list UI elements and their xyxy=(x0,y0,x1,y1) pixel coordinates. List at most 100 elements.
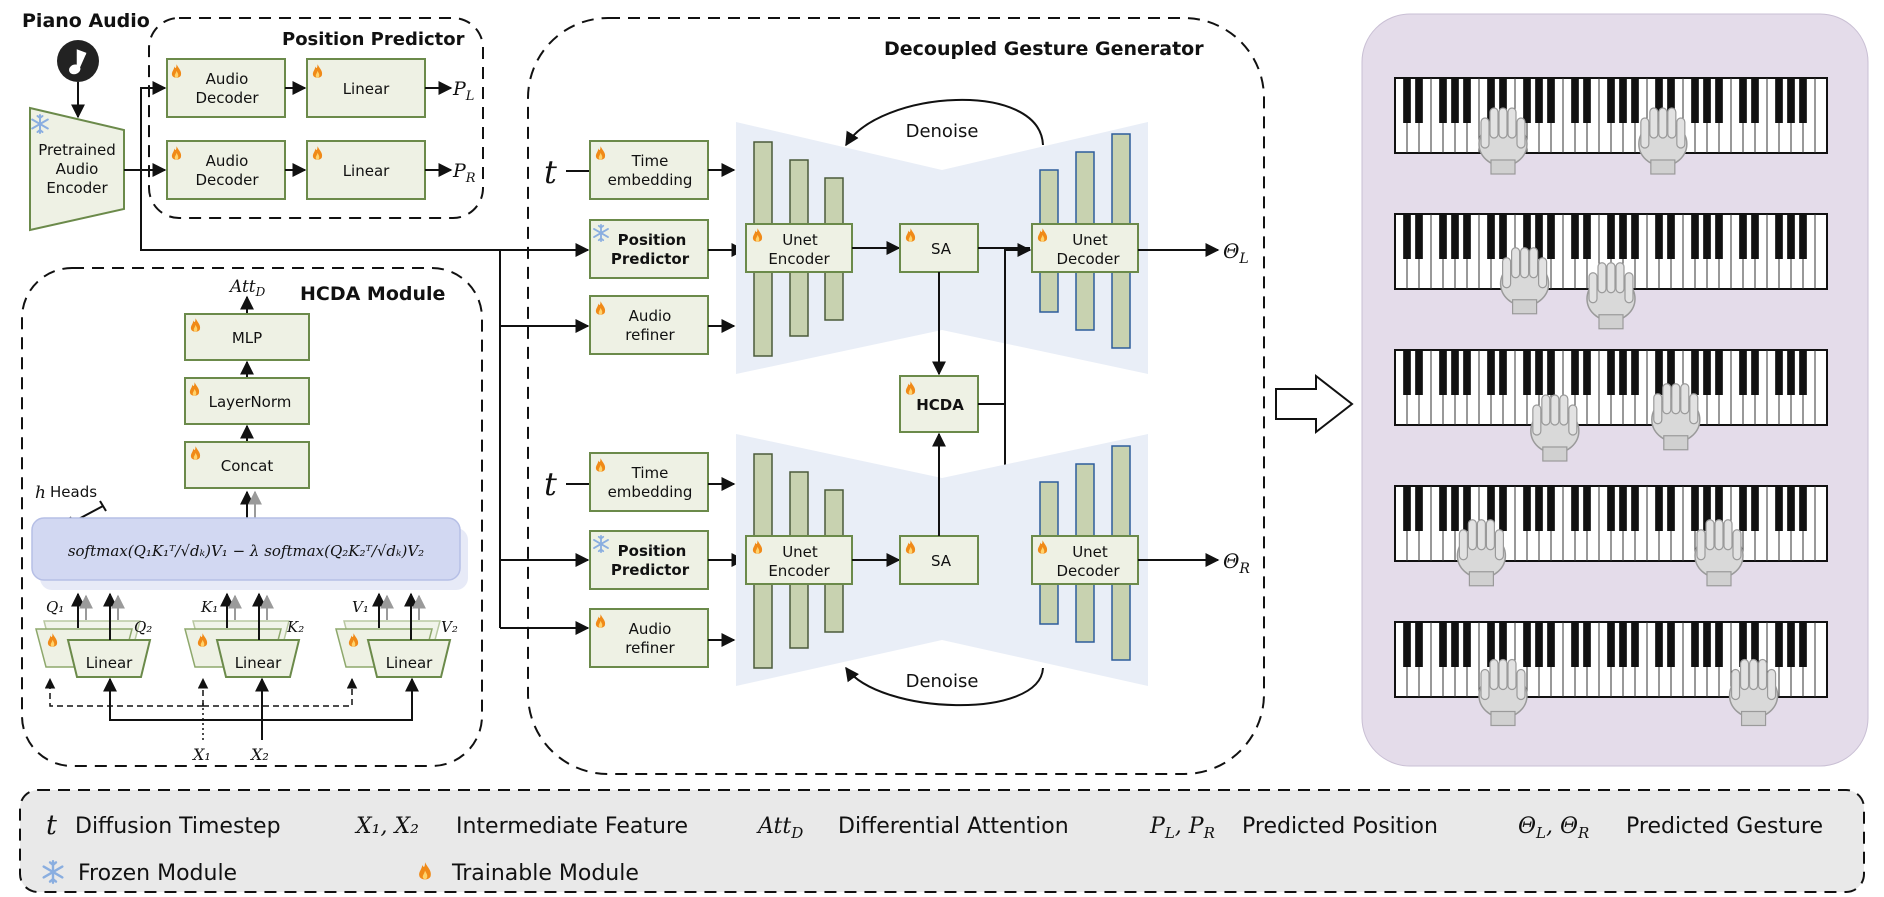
linear-R xyxy=(306,140,426,200)
legend-frozen-text: Frozen Module xyxy=(78,861,237,886)
hand-render xyxy=(1651,383,1701,451)
piano-keyboard xyxy=(1394,349,1828,462)
refiner-label: Audio xyxy=(629,307,672,325)
unet-decoder-label: Unet xyxy=(1072,231,1108,249)
legend-att-text: Differential Attention xyxy=(838,814,1069,839)
mlp-block xyxy=(184,313,310,361)
music-note-icon xyxy=(57,40,99,82)
audio-decoder-label: Audio xyxy=(206,152,249,170)
denoise-label-bottom: Denoise xyxy=(906,671,979,692)
audio-decoder-label: Decoder xyxy=(195,171,259,189)
attention-formula-box xyxy=(31,517,461,581)
sa-bottom xyxy=(899,535,979,585)
q1-label: Q₁ xyxy=(46,598,64,616)
attention-formula: softmax(Q₁K₁ᵀ/√dₖ)V₁ − λ softmax(Q₂K₂ᵀ/√… xyxy=(68,542,424,560)
unet-encoder-label: Unet xyxy=(782,543,818,561)
time-label: embedding xyxy=(608,171,693,189)
gesture-generator-group xyxy=(527,17,1265,775)
layernorm-label: LayerNorm xyxy=(209,393,292,411)
heads-label: Heads xyxy=(50,483,97,501)
linear-label: Linear xyxy=(86,654,133,672)
hcda-title: HCDA Module xyxy=(300,283,445,305)
mlp-label: MLP xyxy=(232,329,262,347)
v2-label: V₂ xyxy=(441,618,458,636)
hand-render xyxy=(1499,247,1550,315)
att-d-output: AttD xyxy=(228,277,266,299)
q2-label: Q₂ xyxy=(134,618,152,636)
refiner-label: Audio xyxy=(629,620,672,638)
hand-render xyxy=(1456,519,1507,587)
legend-t-text: Diffusion Timestep xyxy=(75,814,281,839)
pos-label: Predictor xyxy=(611,250,690,268)
audio-decoder-label: Decoder xyxy=(195,89,259,107)
pretrained-audio-encoder: Pretrained Audio Encoder xyxy=(29,106,125,232)
time-label: Time xyxy=(631,464,669,482)
sa-label: SA xyxy=(931,552,952,570)
audio-refiner-top xyxy=(589,295,709,355)
position-predictor-group xyxy=(148,17,484,219)
denoise-arrow-top xyxy=(845,99,1044,147)
k2-label: K₂ xyxy=(286,618,304,636)
pos-label: Position xyxy=(618,231,687,249)
unet-decoder-label: Unet xyxy=(1072,543,1108,561)
generator-title: Decoupled Gesture Generator xyxy=(884,38,1204,60)
encoder-label-2: Audio xyxy=(56,160,99,178)
piano-keyboard xyxy=(1394,213,1828,330)
piano-keyboard xyxy=(1394,621,1828,727)
piano-keyboard xyxy=(1394,77,1828,175)
legend-theta-symbol: ΘL, ΘR xyxy=(1518,814,1589,842)
refiner-label: refiner xyxy=(625,326,675,344)
concat-block xyxy=(184,441,310,489)
pos-label: Predictor xyxy=(611,561,690,579)
hand-render xyxy=(1530,394,1580,462)
unet-decoder-label: Decoder xyxy=(1056,250,1120,268)
layernorm-block xyxy=(184,377,310,425)
position-predictor-title: Position Predictor xyxy=(282,29,465,50)
legend-trainable-text: Trainable Module xyxy=(451,861,639,886)
encoder-label-1: Pretrained xyxy=(38,141,116,159)
audio-decoder-label: Audio xyxy=(206,70,249,88)
legend-t-symbol: t xyxy=(46,810,57,841)
heads-var: h xyxy=(35,483,46,503)
x1-label: X₁ xyxy=(191,745,211,764)
t-input-bottom: t xyxy=(544,465,557,503)
position-predictor-top xyxy=(589,219,709,279)
output-P-R: PR xyxy=(452,160,476,186)
unet-encoder-label: Encoder xyxy=(768,250,830,268)
arrow-right-icon xyxy=(1275,373,1354,435)
denoise-arrow-bottom xyxy=(845,666,1044,707)
time-embedding-bottom xyxy=(589,452,709,512)
hand-render xyxy=(1586,262,1636,330)
time-label: embedding xyxy=(608,483,693,501)
unet-encoder-top xyxy=(745,223,853,273)
piano-keyboard xyxy=(1394,485,1828,587)
legend-x-text: Intermediate Feature xyxy=(456,814,688,839)
position-predictor-bottom xyxy=(589,530,709,590)
audio-refiner-bottom xyxy=(589,608,709,668)
linear-L xyxy=(306,58,426,118)
refiner-label: refiner xyxy=(625,639,675,657)
linear-label: Linear xyxy=(386,654,433,672)
unet-decoder-bottom xyxy=(1031,535,1139,585)
unet-encoder-label: Unet xyxy=(782,231,818,249)
hand-render xyxy=(1638,107,1688,175)
keyboard-renders xyxy=(1394,77,1828,727)
input-title: Piano Audio xyxy=(22,10,150,32)
theta-R-output: ΘR xyxy=(1223,549,1250,577)
unet-encoder-bottom xyxy=(745,535,853,585)
hand-render xyxy=(1478,658,1528,727)
linear-label: Linear xyxy=(235,654,282,672)
concat-label: Concat xyxy=(221,457,274,475)
linear-v-stack: Linear xyxy=(335,620,452,678)
qkv-arrows xyxy=(71,592,426,640)
unet-decoder-label: Decoder xyxy=(1056,562,1120,580)
theta-L-output: ΘL xyxy=(1223,239,1249,267)
hcda-module-group xyxy=(21,267,483,767)
audio-decoder-L xyxy=(166,58,286,118)
linear-k-stack: Linear xyxy=(184,620,301,678)
legend-box xyxy=(19,789,1865,893)
pos-label: Position xyxy=(618,542,687,560)
linear-q-stack: Linear xyxy=(35,620,152,678)
audio-decoder-R xyxy=(166,140,286,200)
